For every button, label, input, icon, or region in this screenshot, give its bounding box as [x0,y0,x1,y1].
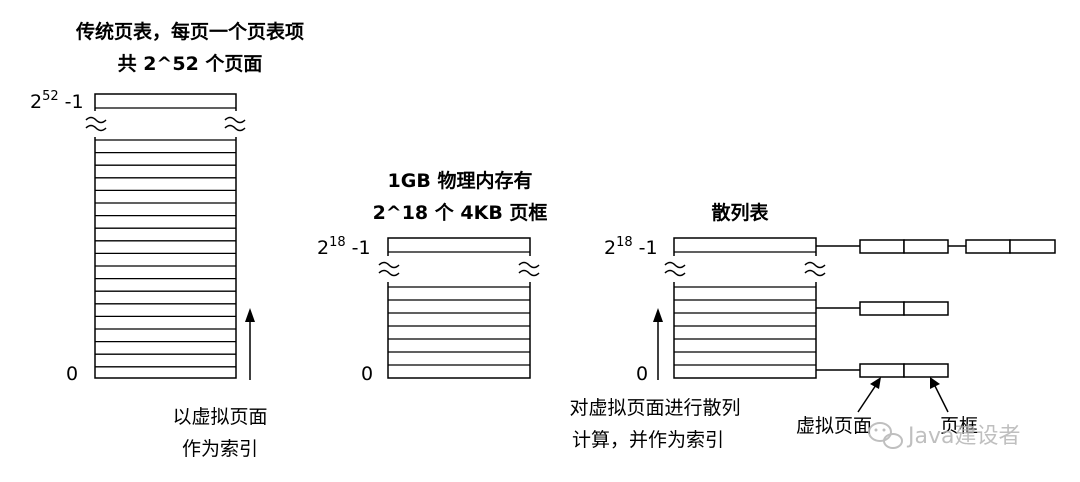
hash-bottom-index-label: 0 [636,363,648,385]
traditional-break-gap-right [226,111,246,137]
traditional-caption-line2: 作为索引 [182,438,258,460]
page-frame-pointer-line [934,385,949,413]
hash-chain-bottom-node-frame [903,363,949,378]
hash-chain-top-node-2-frame [1009,239,1056,254]
traditional-break-gap-left [85,111,105,137]
hash-index-arrowhead [653,308,663,322]
virtual-page-pointer-arrowhead [870,377,881,389]
traditional-table-box [94,93,237,379]
physical-title-line1: 1GB 物理内存有 [388,169,533,192]
physical-break-gap-left [378,256,398,282]
traditional-caption-line1: 以虚拟页面 [172,406,267,428]
hash-chain-top-node-2-page [965,239,1011,254]
hash-table: 散列表 218 -1 0 对虚拟页面进行散列 计算，并作为索引 [569,201,1056,451]
physical-break-gap-right [520,256,540,282]
physical-break-mark-right [518,261,540,277]
physical-top-index-label: 218 -1 [317,235,371,259]
traditional-break-mark-left [85,116,107,132]
hash-chain-bottom-node-page [859,363,905,378]
hash-chain-mid-node-page [859,301,905,316]
physical-title-line2: 2^18 个 4KB 页框 [373,201,548,224]
traditional-title-line1: 传统页表，每页一个页表项 [75,20,304,43]
traditional-bottom-index-label: 0 [66,363,78,385]
hash-chain-top-node-1-frame [903,239,949,254]
hash-break-gap-right [806,256,826,282]
traditional-page-table: 传统页表，每页一个页表项 共 2^52 个页面 252 -1 0 以虚拟页面 作… [30,20,304,460]
traditional-break-mark-right [224,116,246,132]
page-frame-label: 页框 [940,415,978,437]
traditional-index-arrowhead [245,308,255,322]
hash-break-mark-right [804,261,826,277]
physical-table-box [387,237,531,379]
traditional-top-index-label: 252 -1 [30,89,84,113]
hash-chain-mid-node-frame [903,301,949,316]
wechat-icon [868,422,903,449]
watermark: Java建设者 [868,422,1020,449]
traditional-table-rows [95,107,236,368]
hash-caption-line1: 对虚拟页面进行散列 [569,397,740,419]
hash-table-box [673,237,817,379]
hash-break-gap-left [664,256,684,282]
virtual-page-label: 虚拟页面 [796,415,872,437]
physical-break-mark-left [378,261,400,277]
hash-break-mark-left [664,261,686,277]
physical-bottom-index-label: 0 [361,363,373,385]
hash-top-index-label: 218 -1 [604,235,658,259]
hash-caption-line2: 计算，并作为索引 [572,429,724,451]
physical-frame-table: 1GB 物理内存有 2^18 个 4KB 页框 218 -1 0 [317,169,547,385]
watermark-text: Java建设者 [906,424,1020,449]
hash-chain-top-node-1-page [859,239,905,254]
virtual-page-pointer-line [857,384,877,413]
traditional-title-line2: 共 2^52 个页面 [118,53,263,75]
hash-title: 散列表 [711,201,769,224]
physical-table-rows [388,251,530,366]
page-frame-pointer-arrowhead [930,377,940,389]
hash-table-rows [674,251,816,366]
